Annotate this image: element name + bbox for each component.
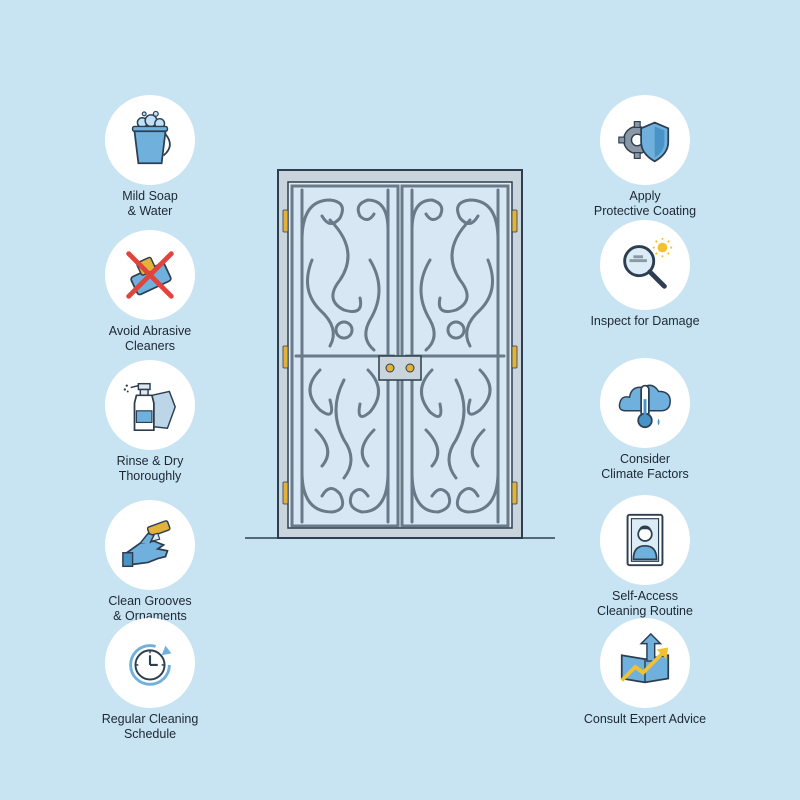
tip-rinse-dry: Rinse & Dry Thoroughly <box>50 360 250 484</box>
tip-regular-schedule: Regular Cleaning Schedule <box>50 618 250 742</box>
magnifier-inspect-icon <box>623 237 673 289</box>
cloud-thermometer-icon <box>618 384 671 429</box>
tip-label-line1: Self-Access <box>612 589 678 603</box>
tip-label-line2: Cleaning Routine <box>597 604 693 618</box>
tip-icon-circle <box>105 360 195 450</box>
tip-label-line1: Consult Expert Advice <box>583 712 707 726</box>
door-hinges <box>282 209 518 505</box>
tip-label-line1: Regular Cleaning <box>101 712 199 726</box>
tip-clean-grooves: Clean Grooves & Ornaments <box>50 500 250 624</box>
door-handle-left[interactable] <box>385 363 395 373</box>
tip-icon-circle <box>600 220 690 310</box>
door-handle-right[interactable] <box>405 363 415 373</box>
tip-icon-circle <box>600 618 690 708</box>
tip-icon-circle <box>105 500 195 590</box>
tip-label-line1: Clean Grooves <box>108 594 192 608</box>
tip-label-line2: Schedule <box>123 727 177 741</box>
tip-icon-circle <box>600 495 690 585</box>
tip-label-line1: Apply <box>629 189 661 203</box>
spray-bottle-cloth-icon <box>123 382 176 432</box>
tip-icon-circle <box>105 230 195 320</box>
gear-shield-icon <box>618 121 670 163</box>
wrought-iron-double-door <box>245 169 555 539</box>
tip-climate-factors: Consider Climate Factors <box>545 358 745 482</box>
tip-label-line2: Cleaners <box>124 339 176 353</box>
tip-label-line1: Avoid Abrasive <box>108 324 192 338</box>
tip-icon-circle <box>105 95 195 185</box>
tip-label-line1: Consider <box>619 452 671 466</box>
tip-protective-coating: Apply Protective Coating <box>545 95 745 219</box>
gloved-hand-brush-icon <box>122 520 171 568</box>
tip-label-line2: Climate Factors <box>601 467 689 481</box>
soap-bucket-icon <box>131 110 171 165</box>
ornamental-scrollwork <box>294 188 506 524</box>
no-abrasive-brush-icon <box>126 251 174 299</box>
tip-label-line1: Rinse & Dry <box>116 454 184 468</box>
tip-inspect-damage: Inspect for Damage <box>545 220 745 329</box>
clock-cycle-icon <box>129 644 172 686</box>
trend-arrow-book-icon <box>620 632 670 684</box>
tip-mild-soap: Mild Soap & Water <box>50 95 250 219</box>
tip-label-line2: & Water <box>127 204 173 218</box>
tip-icon-circle <box>105 618 195 708</box>
person-portrait-icon <box>626 513 664 567</box>
tip-expert-advice: Consult Expert Advice <box>545 618 745 727</box>
tip-label-line1: Inspect for Damage <box>590 314 700 328</box>
tip-label-line2: & Ornaments <box>113 609 187 623</box>
tip-icon-circle <box>600 358 690 448</box>
tip-label-line2: Thoroughly <box>118 469 182 483</box>
tip-self-access: Self-Access Cleaning Routine <box>545 495 745 619</box>
tip-icon-circle <box>600 95 690 185</box>
lock-box <box>378 355 422 381</box>
tip-avoid-abrasive: Avoid Abrasive Cleaners <box>50 230 250 354</box>
tip-label-line1: Mild Soap <box>122 189 178 203</box>
tip-label-line2: Protective Coating <box>593 204 697 218</box>
